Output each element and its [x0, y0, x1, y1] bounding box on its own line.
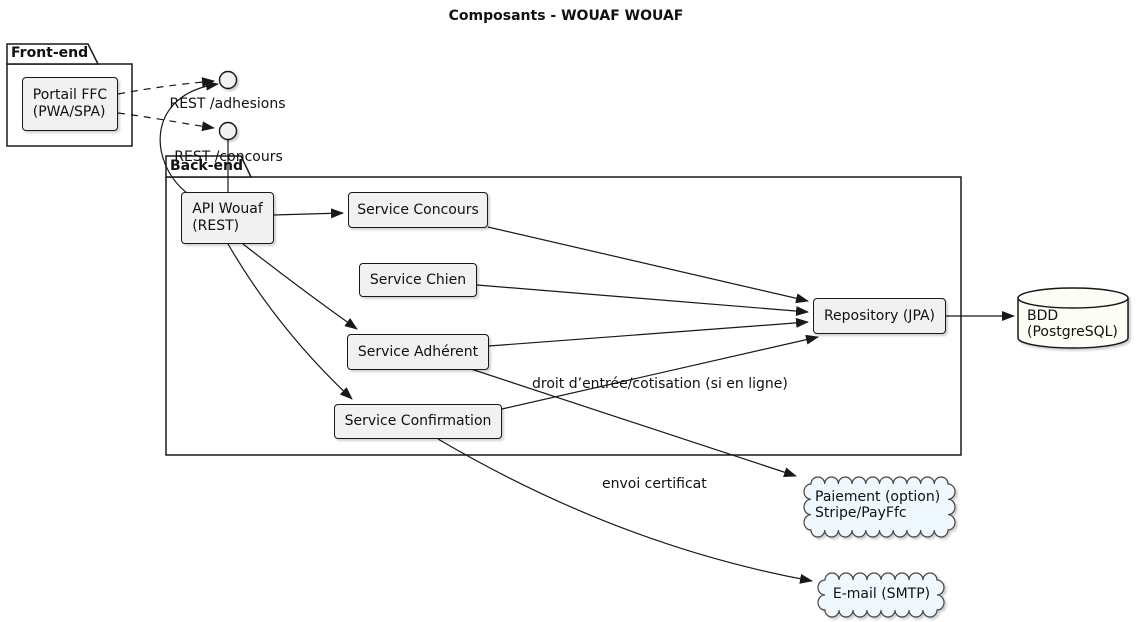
node-service-confirmation-label: Service Confirmation [344, 413, 492, 429]
edge-adherent-to-repository [488, 317, 809, 347]
paiement-cloud-shape [803, 476, 956, 538]
node-service-concours: Service Concours [348, 192, 488, 228]
backend-package-label: Back-end [170, 158, 244, 174]
node-service-chien: Service Chien [359, 263, 477, 297]
edge-confirmation-to-email [437, 438, 813, 584]
interface-concours-circle [218, 121, 238, 141]
email-cloud-shape [817, 572, 945, 618]
node-email-label: E-mail (SMTP) [832, 586, 931, 602]
node-api-wouaf-label: API Wouaf (REST) [192, 201, 263, 234]
edge-adherent-to-paiement [470, 368, 797, 477]
node-bdd-label: BDD (PostgreSQL) [1027, 308, 1118, 340]
bdd-database-icon [1017, 287, 1129, 349]
node-repository-jpa: Repository (JPA) [813, 298, 946, 334]
node-portail-ffc-label: Portail FFC (PWA/SPA) [32, 87, 108, 120]
diagram-title: Composants - WOUAF WOUAF [448, 8, 684, 24]
node-api-wouaf: API Wouaf (REST) [181, 192, 274, 244]
edge-api-to-service-concours [272, 208, 344, 219]
node-paiement-label: Paiement (option) Stripe/PayFfc [815, 489, 941, 521]
edge-chien-to-repository [476, 284, 809, 317]
node-service-adherent: Service Adhérent [347, 334, 489, 370]
edge-label-certificat: envoi certificat [602, 476, 707, 492]
node-portail-ffc: Portail FFC (PWA/SPA) [22, 77, 118, 131]
node-service-chien-label: Service Chien [369, 271, 467, 288]
edge-api-to-adhesions [159, 80, 219, 194]
frontend-package-label: Front-end [11, 45, 89, 61]
interface-concours-label: REST /concours [174, 149, 283, 165]
node-repository-jpa-label: Repository (JPA) [823, 307, 936, 324]
node-service-concours-label: Service Concours [357, 201, 479, 218]
interface-adhesions-label: REST /adhesions [169, 96, 286, 112]
edge-concours-to-repository [487, 226, 809, 304]
node-service-adherent-label: Service Adhérent [357, 343, 479, 360]
edge-api-to-service-adherent [242, 243, 358, 330]
edge-label-cotisation: droit d’entrée/cotisation (si en ligne) [532, 376, 788, 392]
node-service-confirmation: Service Confirmation [334, 404, 502, 439]
interface-adhesions-circle [218, 70, 238, 90]
edge-api-to-service-confirmation [227, 243, 353, 400]
